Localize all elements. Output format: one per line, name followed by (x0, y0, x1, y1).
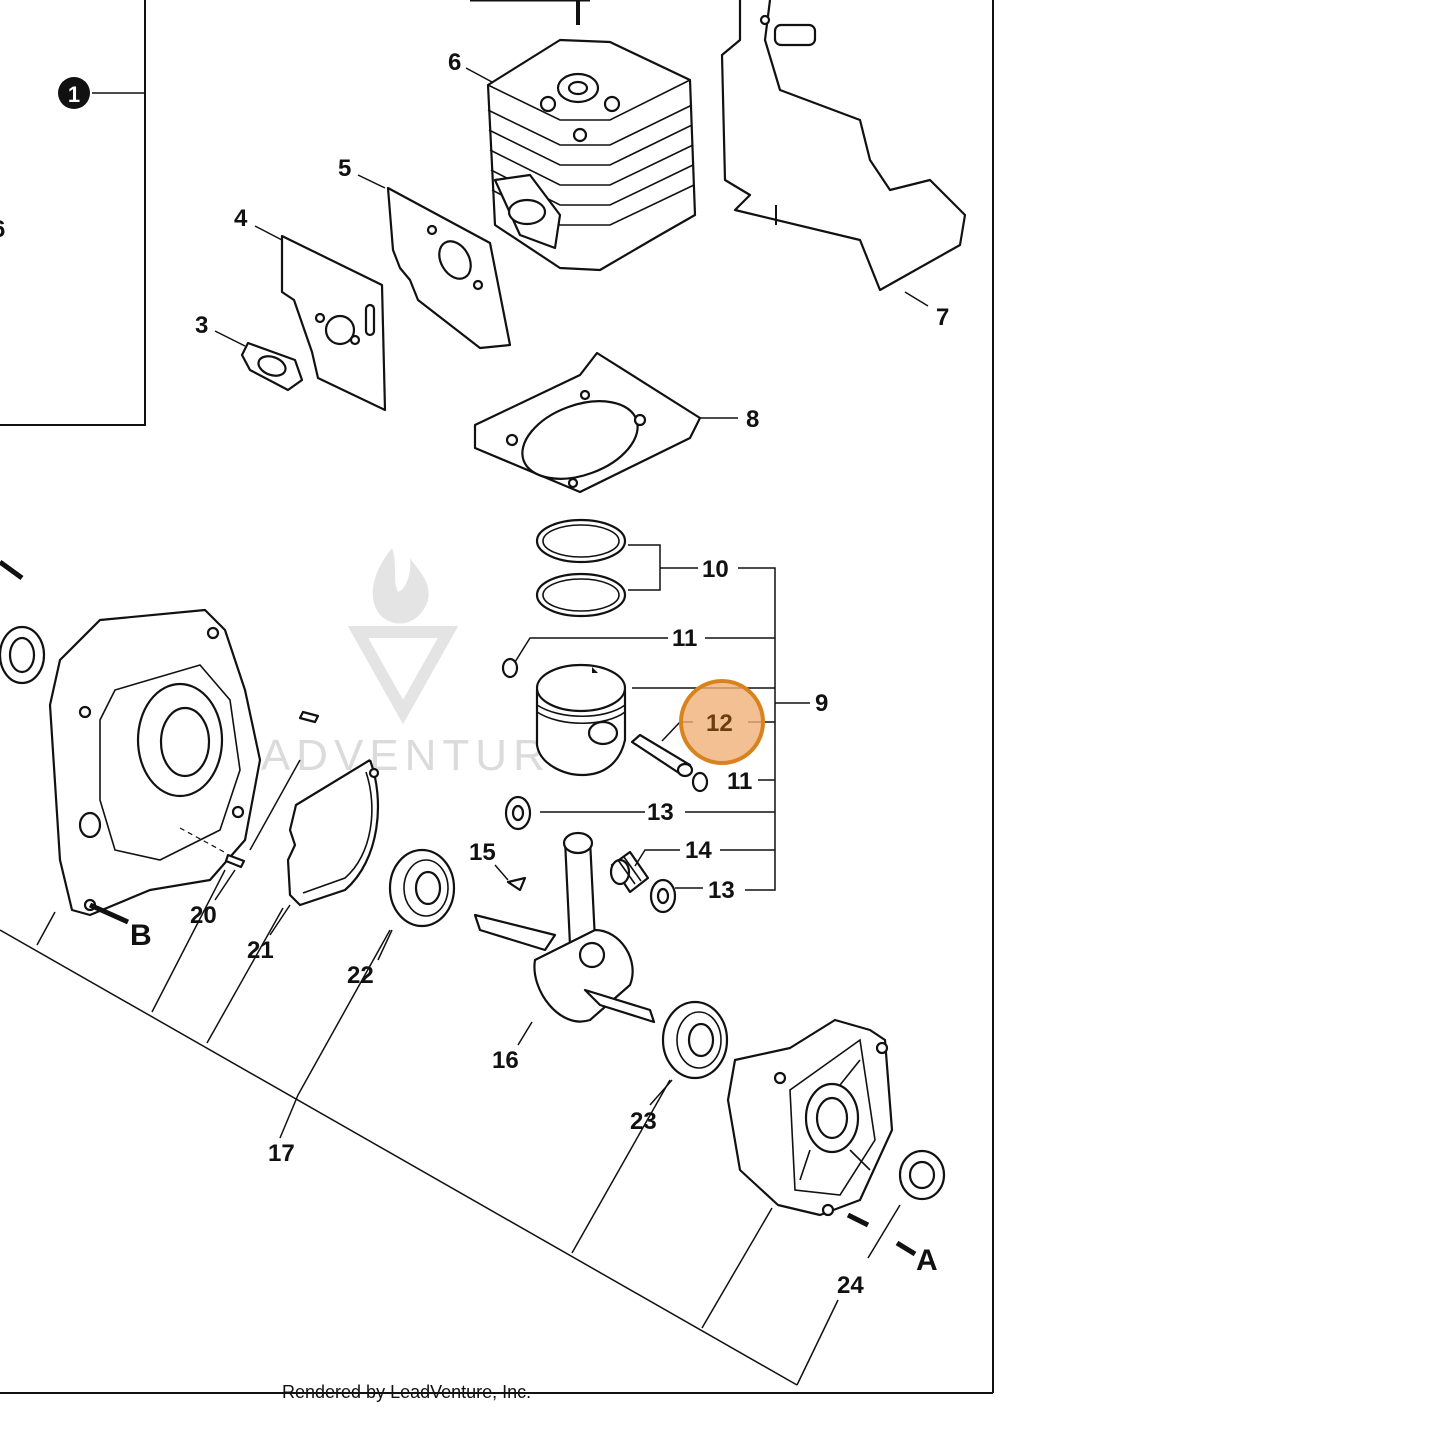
gasket-3-part[interactable] (240, 341, 304, 392)
callout-12[interactable]: 12 (706, 710, 733, 737)
callout-24[interactable]: 24 (837, 1272, 864, 1299)
gasket-5-part[interactable] (386, 186, 512, 350)
callout-10[interactable]: 10 (702, 556, 729, 583)
highlight-circle (679, 679, 765, 765)
oil-seal-left-part[interactable] (0, 625, 46, 685)
callout-8[interactable]: 8 (746, 406, 759, 433)
callout-5[interactable]: 5 (338, 155, 351, 182)
callout-4[interactable]: 4 (234, 205, 248, 232)
piston-rings-part[interactable] (535, 518, 627, 618)
callout-1[interactable]: 1 (68, 82, 80, 107)
callout-13-upper[interactable]: 13 (647, 799, 674, 826)
heat-shield-part[interactable] (720, 0, 967, 292)
thrust-washer-part[interactable] (504, 795, 677, 914)
ball-bearing-23-part[interactable] (661, 1000, 729, 1080)
piston-part[interactable] (535, 663, 627, 777)
woodruff-key-part[interactable] (506, 876, 527, 892)
callout-22[interactable]: 22 (347, 962, 374, 989)
oil-seal-right-part[interactable] (898, 1149, 946, 1201)
gasket-4-part[interactable] (280, 234, 387, 412)
callout-7[interactable]: 7 (936, 304, 949, 331)
crankcase-half-b-part[interactable] (48, 608, 262, 917)
callout-17[interactable]: 17 (268, 1140, 295, 1167)
crankcase-half-a-part[interactable] (726, 1018, 894, 1217)
circlip-part[interactable] (501, 657, 709, 793)
callout-14[interactable]: 14 (685, 837, 712, 864)
piston-pin-part[interactable] (630, 733, 694, 778)
callout-20[interactable]: 20 (190, 902, 217, 929)
leader-lines (0, 67, 929, 1386)
crankcase-gasket-part[interactable] (286, 759, 380, 907)
callout-23[interactable]: 23 (630, 1108, 657, 1135)
diagram-frame (0, 0, 994, 1394)
ball-bearing-22-part[interactable] (388, 848, 456, 928)
callout-a[interactable]: A (916, 1244, 938, 1277)
callout-labels: 1 6 6 5 4 3 7 8 10 11 9 12 11 13 14 13 1… (0, 49, 949, 1299)
screw-part[interactable] (0, 559, 24, 581)
callout-1-badge (58, 77, 90, 109)
callout-b[interactable]: B (130, 919, 152, 952)
render-credit: Rendered by LeadVenture, Inc. (282, 1382, 531, 1402)
needle-bearing-part[interactable] (609, 850, 650, 894)
dowel-pin-part[interactable] (179, 710, 320, 869)
callout-9[interactable]: 9 (815, 690, 828, 717)
callout-edge: 6 (0, 216, 5, 243)
crankshaft-part[interactable] (473, 831, 656, 1024)
callout-13-lower[interactable]: 13 (708, 877, 735, 904)
callout-6[interactable]: 6 (448, 49, 461, 76)
callout-3[interactable]: 3 (195, 312, 208, 339)
callout-21[interactable]: 21 (247, 937, 274, 964)
callout-11-upper[interactable]: 11 (672, 625, 697, 652)
cylinder-part[interactable] (470, 0, 697, 272)
leadventure-watermark: LEADVENTURE (195, 548, 580, 780)
callout-15[interactable]: 15 (469, 839, 496, 866)
base-gasket-part[interactable] (473, 351, 702, 494)
callout-16[interactable]: 16 (492, 1047, 519, 1074)
callout-11-lower[interactable]: 11 (727, 768, 752, 795)
